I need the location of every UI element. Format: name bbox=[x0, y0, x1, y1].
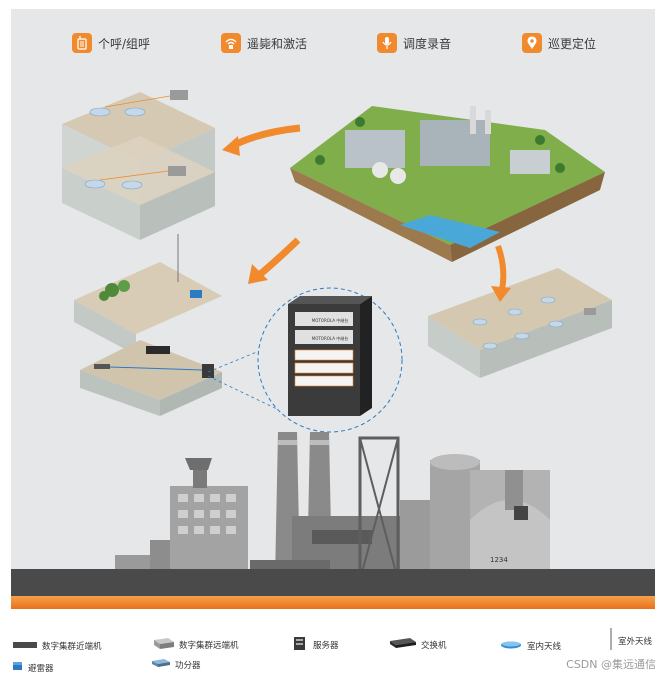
factory-skyline: 1234 bbox=[115, 432, 550, 580]
switch-icon bbox=[390, 638, 416, 651]
power-splitter-icon bbox=[152, 658, 170, 671]
rack-label: MOTOROLA 中继台 bbox=[312, 317, 348, 323]
legend-item: 功分器 bbox=[152, 658, 201, 671]
legend-item: 室内天线 bbox=[500, 640, 561, 652]
legend-label: 数字集群近端机 bbox=[42, 640, 102, 652]
indoor-building-right bbox=[428, 268, 612, 378]
lightning-arrester-icon bbox=[13, 661, 23, 674]
indoor-antenna-icon bbox=[500, 641, 522, 652]
rack-zoom: MOTOROLA 中继台 MOTOROLA 中继台 bbox=[208, 288, 402, 432]
factory-island bbox=[290, 106, 605, 262]
ground-band bbox=[11, 569, 655, 596]
legend-item: 交换机 bbox=[390, 638, 447, 651]
legend-label: 数字集群远端机 bbox=[179, 639, 239, 651]
legend-label: 功分器 bbox=[175, 659, 201, 671]
orange-stripe bbox=[11, 596, 655, 609]
near-end-unit-icon bbox=[13, 641, 37, 652]
legend-label: 避雷器 bbox=[28, 662, 54, 674]
legend-item: 数字集群远端机 bbox=[152, 636, 239, 653]
legend-label: 服务器 bbox=[313, 639, 339, 651]
legend-label: 室内天线 bbox=[527, 640, 561, 652]
legend-item: 室外天线 bbox=[609, 628, 652, 653]
remote-unit-icon bbox=[152, 636, 174, 653]
tank-label: 1234 bbox=[490, 556, 508, 564]
system-illustration: MOTOROLA 中继台 MOTOROLA 中继台 bbox=[0, 0, 666, 620]
legend-label: 室外天线 bbox=[618, 635, 652, 647]
legend-item: 避雷器 bbox=[13, 661, 54, 674]
tunnel-building bbox=[74, 234, 222, 416]
legend-label: 交换机 bbox=[421, 639, 447, 651]
indoor-building-left bbox=[62, 90, 215, 240]
legend-item: 数字集群近端机 bbox=[13, 640, 102, 652]
outdoor-antenna-icon bbox=[609, 628, 613, 653]
watermark: CSDN @集远通信 bbox=[566, 656, 656, 672]
legend-item: 服务器 bbox=[292, 636, 339, 653]
server-icon bbox=[292, 636, 308, 653]
rack-label: MOTOROLA 中继台 bbox=[312, 335, 348, 341]
